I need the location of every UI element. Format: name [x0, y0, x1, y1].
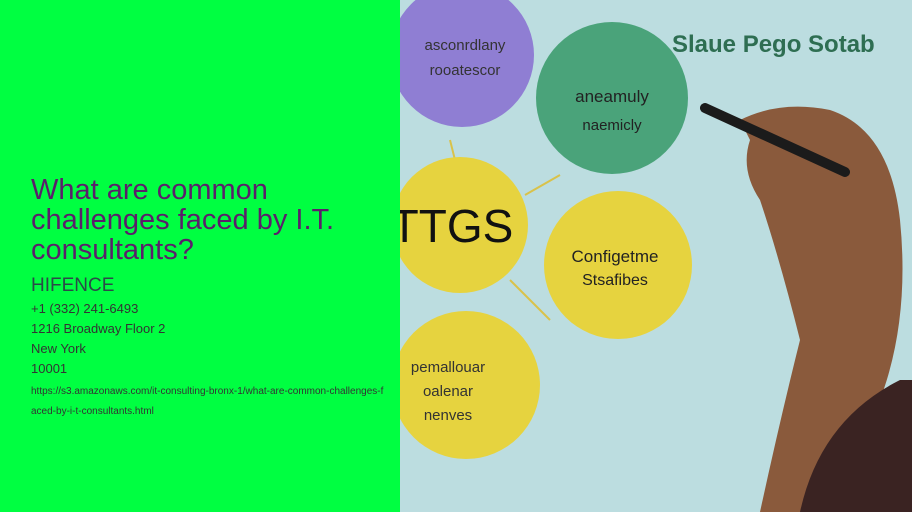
- bubble-text: TTGS: [400, 200, 513, 252]
- bubble-text: Configetme: [572, 247, 659, 266]
- bubble-green: [536, 22, 688, 174]
- image-heading: Slaue Pego Sotab: [672, 31, 875, 58]
- bubble-purple: [400, 0, 534, 127]
- bubble-yellow-2: [544, 191, 692, 339]
- page-title: What are common challenges faced by I.T.…: [31, 174, 335, 266]
- page-url-link[interactable]: https://s3.amazonaws.com/it-consulting-b…: [31, 386, 384, 417]
- bubble-yellow-3: [400, 311, 540, 459]
- phone-number: +1 (332) 241-6493: [31, 301, 139, 316]
- bubble-text: aneamuly: [575, 87, 649, 106]
- info-panel: What are common challenges faced by I.T.…: [0, 0, 400, 512]
- zip-code: 10001: [31, 361, 68, 376]
- hand-with-marker: [700, 103, 912, 512]
- bubble-text: asconrdlany: [425, 37, 506, 54]
- bubble-yellow-1: [400, 157, 528, 293]
- bubble-text: nenves: [424, 407, 472, 424]
- bubble-text: naemicly: [582, 117, 642, 134]
- city: New York: [31, 341, 86, 356]
- street-address: 1216 Broadway Floor 2: [31, 321, 166, 336]
- company-name: HIFENCE: [31, 275, 115, 296]
- bubble-text: pemallouar: [411, 359, 485, 376]
- illustration-image: asconrdlany rooatescor aneamuly naemicly…: [400, 0, 912, 512]
- bubble-text: rooatescor: [430, 62, 501, 79]
- bubble-text: Stsafibes: [582, 272, 648, 289]
- bubble-text: oalenar: [423, 383, 473, 400]
